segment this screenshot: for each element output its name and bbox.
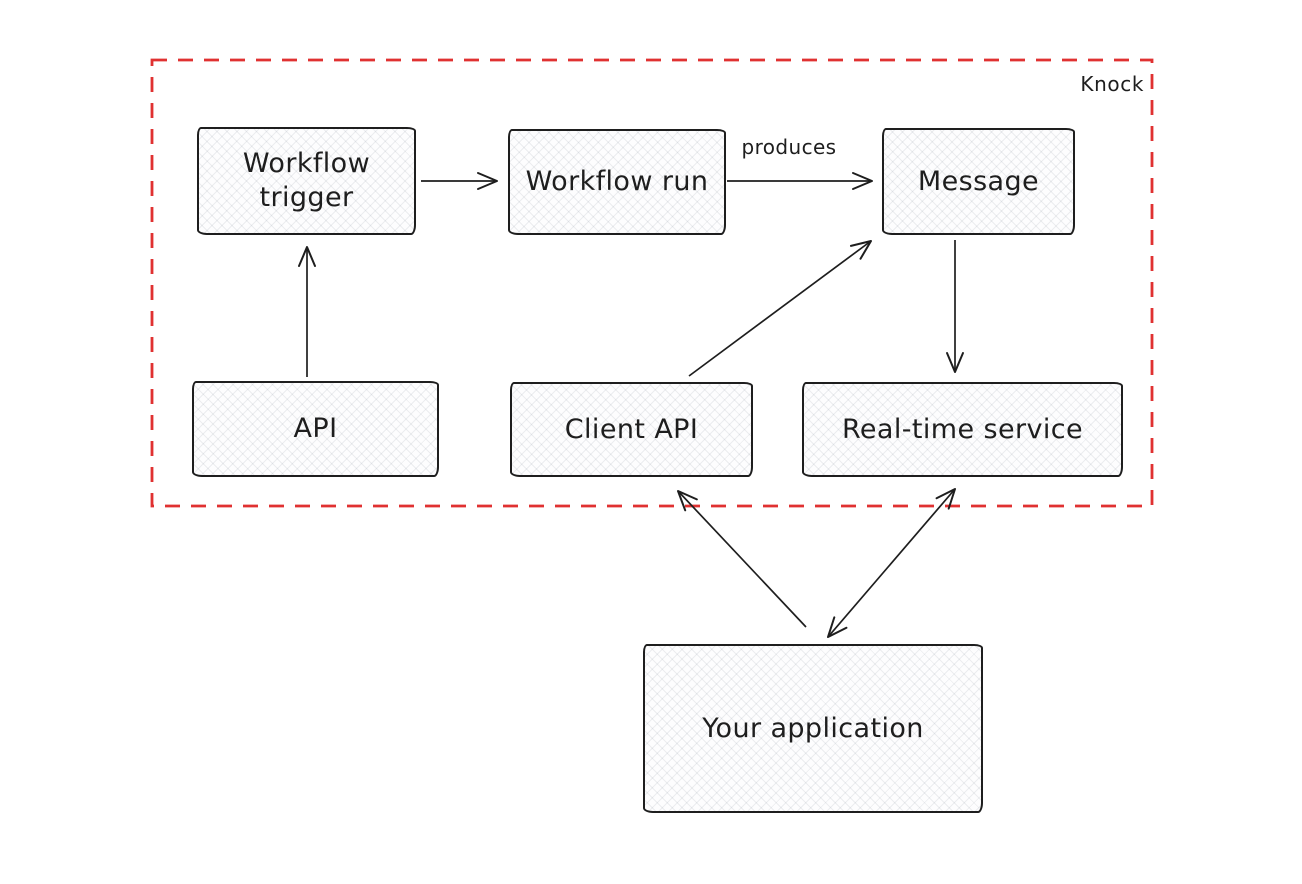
node-real-time-service: Real-time service — [802, 382, 1123, 477]
node-your-application-label: Your application — [702, 712, 924, 744]
arrow-your-application-to-client-api — [677, 490, 807, 628]
arrow-your-application-real-time-service-bidirectional — [827, 488, 956, 638]
knock-boundary-label: Knock — [1080, 72, 1144, 96]
node-client-api: Client API — [510, 382, 753, 477]
node-message-label: Message — [917, 165, 1040, 197]
node-workflow-trigger-label: Workflow trigger — [242, 148, 371, 213]
edge-label-produces: produces — [741, 135, 837, 159]
node-client-api-label: Client API — [564, 413, 699, 445]
node-workflow-run-label: Workflow run — [525, 166, 709, 198]
arrow-client-api-to-message — [688, 240, 872, 377]
node-your-application: Your application — [643, 644, 983, 813]
node-real-time-service-label: Real-time service — [841, 413, 1084, 445]
node-message: Message — [882, 128, 1075, 235]
node-workflow-trigger: Workflow trigger — [197, 127, 416, 235]
knock-boundary — [150, 58, 1154, 508]
node-api-label: API — [293, 413, 338, 445]
node-workflow-run: Workflow run — [508, 129, 726, 235]
node-api: API — [192, 381, 439, 477]
